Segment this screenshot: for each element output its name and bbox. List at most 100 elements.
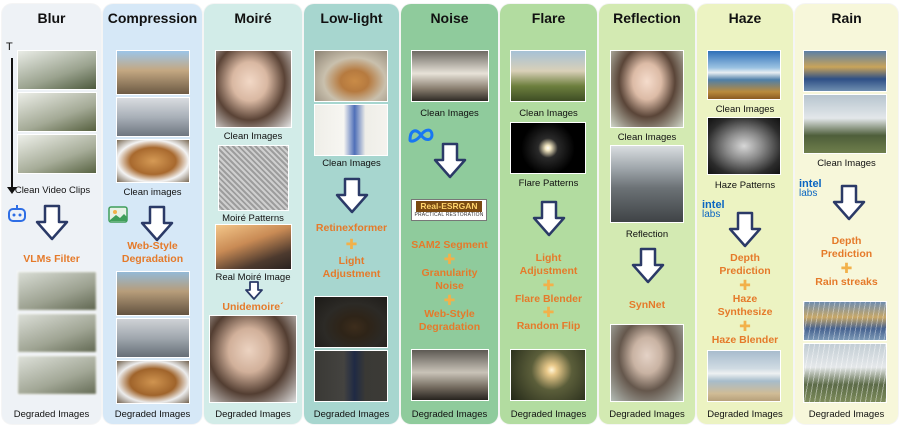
blur-clean-label: Clean Video Clips [14, 185, 91, 196]
flare-pattern-label: Flare Patterns [518, 178, 579, 189]
reflection-step-synnet: SynNet [628, 299, 666, 311]
moire-degraded-label: Degraded Images [215, 409, 291, 420]
lowlight-degraded-person [314, 350, 388, 402]
lowlight-step-retinexformer: Retinexformer [315, 222, 388, 234]
flare-clean-image [510, 50, 586, 102]
noise-plus-icon-2: ✚ [443, 292, 456, 308]
lowlight-plus-icon: ✚ [345, 236, 358, 252]
flare-pattern-image [510, 122, 586, 174]
noise-clean-image [411, 50, 489, 102]
column-title-compression: Compression [107, 10, 198, 26]
haze-pattern-image [707, 117, 781, 175]
flare-degraded-label: Degraded Images [510, 409, 587, 420]
compression-degraded-street [116, 271, 190, 316]
blur-step-vlm-filter: VLMs Filter [23, 253, 80, 265]
lowlight-degraded-label: Degraded Images [313, 409, 390, 420]
column-moire: Moiré Clean Images Moiré Patterns Real M… [204, 4, 302, 424]
intel-labs-logo: intel labs [702, 200, 725, 220]
blur-clean-frame-1 [17, 50, 97, 90]
compression-down-arrow-icon [140, 205, 174, 242]
blur-degraded-label: Degraded Images [13, 409, 90, 420]
blur-degraded-frame-1 [17, 271, 97, 311]
rain-step-rain-streaks: Rain streaks [815, 276, 878, 288]
noise-clean-label: Clean Images [420, 108, 479, 119]
haze-step-haze-blender: Haze Blender [711, 334, 779, 346]
reflection-down-arrow-icon [631, 247, 665, 284]
haze-degraded-image [707, 350, 781, 402]
rain-clean-image-1 [803, 50, 887, 92]
rain-intel-labs-logo: intel labs [799, 179, 822, 199]
lowlight-clean-label: Clean Images [322, 158, 381, 169]
compression-clean-street [116, 50, 190, 95]
column-compression: Compression Clean images Web-Style Degra… [103, 4, 202, 424]
reflection-layer-image [610, 145, 684, 223]
real-esrgan-logo: Real-ESRGAN PRACTICAL RESTORATION [411, 199, 487, 221]
haze-pattern-label: Haze Patterns [714, 180, 776, 191]
haze-step-haze-synthesize: Haze Synthesize [717, 293, 773, 318]
rain-labs-logo-text: labs [799, 188, 818, 199]
rain-intel-logo-text: intel [799, 178, 822, 190]
moire-down-arrow-icon [245, 281, 263, 300]
lowlight-degraded-dog [314, 296, 388, 348]
column-title-rain: Rain [831, 10, 862, 26]
flare-step-random-flip: Random Flip [516, 320, 581, 332]
compression-clean-food [116, 139, 190, 183]
column-flare: Flare Clean Images Flare Patterns Light … [500, 4, 597, 424]
noise-step-sam2: SAM2 Segment [411, 239, 488, 251]
compression-degraded-city [116, 318, 190, 358]
noise-down-arrow-icon [433, 142, 467, 179]
moire-degraded-portrait [209, 315, 297, 403]
lowlight-clean-person [314, 104, 388, 156]
column-noise: Noise Clean Images Real-ESRGAN PRACTICAL… [401, 4, 498, 424]
compression-clean-label: Clean images [123, 187, 182, 198]
column-title-lowlight: Low-light [320, 10, 383, 26]
flare-step-light-adjustment: Light Adjustment [519, 252, 578, 277]
compression-degraded-food [116, 360, 190, 404]
web-image-icon [108, 206, 128, 223]
noise-plus-icon-1: ✚ [443, 251, 456, 267]
column-rain: Rain Clean Images intel labs Depth Predi… [795, 4, 898, 424]
rain-degraded-image-1 [803, 301, 887, 341]
haze-clean-image [707, 50, 781, 100]
blur-down-arrow-icon [35, 204, 69, 241]
flare-clean-label: Clean Images [519, 108, 578, 119]
column-title-reflection: Reflection [613, 10, 681, 26]
moire-clean-portrait [215, 50, 292, 128]
column-title-flare: Flare [531, 10, 566, 26]
column-title-blur: Blur [37, 10, 66, 26]
real-esrgan-logo-subtitle: PRACTICAL RESTORATION [414, 212, 484, 218]
reflection-clean-portrait [610, 50, 684, 128]
flare-step-flare-blender: Flare Blender [514, 293, 583, 305]
rain-degraded-image-2 [803, 343, 887, 403]
time-axis-label: T [6, 41, 13, 53]
lowlight-step-light-adjustment: Light Adjustment [322, 255, 381, 280]
flare-plus-icon-2: ✚ [542, 304, 555, 320]
rain-plus-icon: ✚ [840, 260, 853, 276]
lowlight-down-arrow-icon [335, 177, 369, 214]
reflection-clean-label: Clean Images [617, 132, 677, 143]
column-title-moire: Moiré [234, 10, 272, 26]
moire-pattern-image [218, 145, 289, 211]
column-title-haze: Haze [728, 10, 762, 26]
haze-plus-icon-1: ✚ [739, 277, 751, 293]
haze-step-depth-prediction: Depth Prediction [719, 252, 771, 277]
moire-pattern-label: Moiré Patterns [222, 213, 284, 224]
moire-real-image [215, 224, 292, 270]
blur-degraded-frame-2 [17, 313, 97, 353]
rain-down-arrow-icon [832, 184, 866, 221]
rain-degraded-label: Degraded Images [808, 409, 885, 420]
moire-real-label: Real Moiré Image [215, 272, 291, 283]
blur-clean-frame-2 [17, 92, 97, 132]
rain-step-depth-prediction: Depth Prediction [820, 235, 873, 260]
intel-logo-text: intel [702, 199, 725, 211]
noise-step-web-style: Web-Style Degradation [418, 308, 481, 333]
flare-down-arrow-icon [532, 200, 566, 237]
reflection-layer-label: Reflection [625, 229, 669, 240]
moire-step-unidemoire: Unidemoire´ [222, 301, 284, 313]
real-esrgan-logo-title: Real-ESRGAN [416, 201, 482, 212]
moire-clean-label: Clean Images [223, 131, 283, 142]
column-reflection: Reflection Clean Images Reflection SynNe… [599, 4, 695, 424]
rain-clean-image-2 [803, 94, 887, 154]
column-title-noise: Noise [430, 10, 469, 26]
